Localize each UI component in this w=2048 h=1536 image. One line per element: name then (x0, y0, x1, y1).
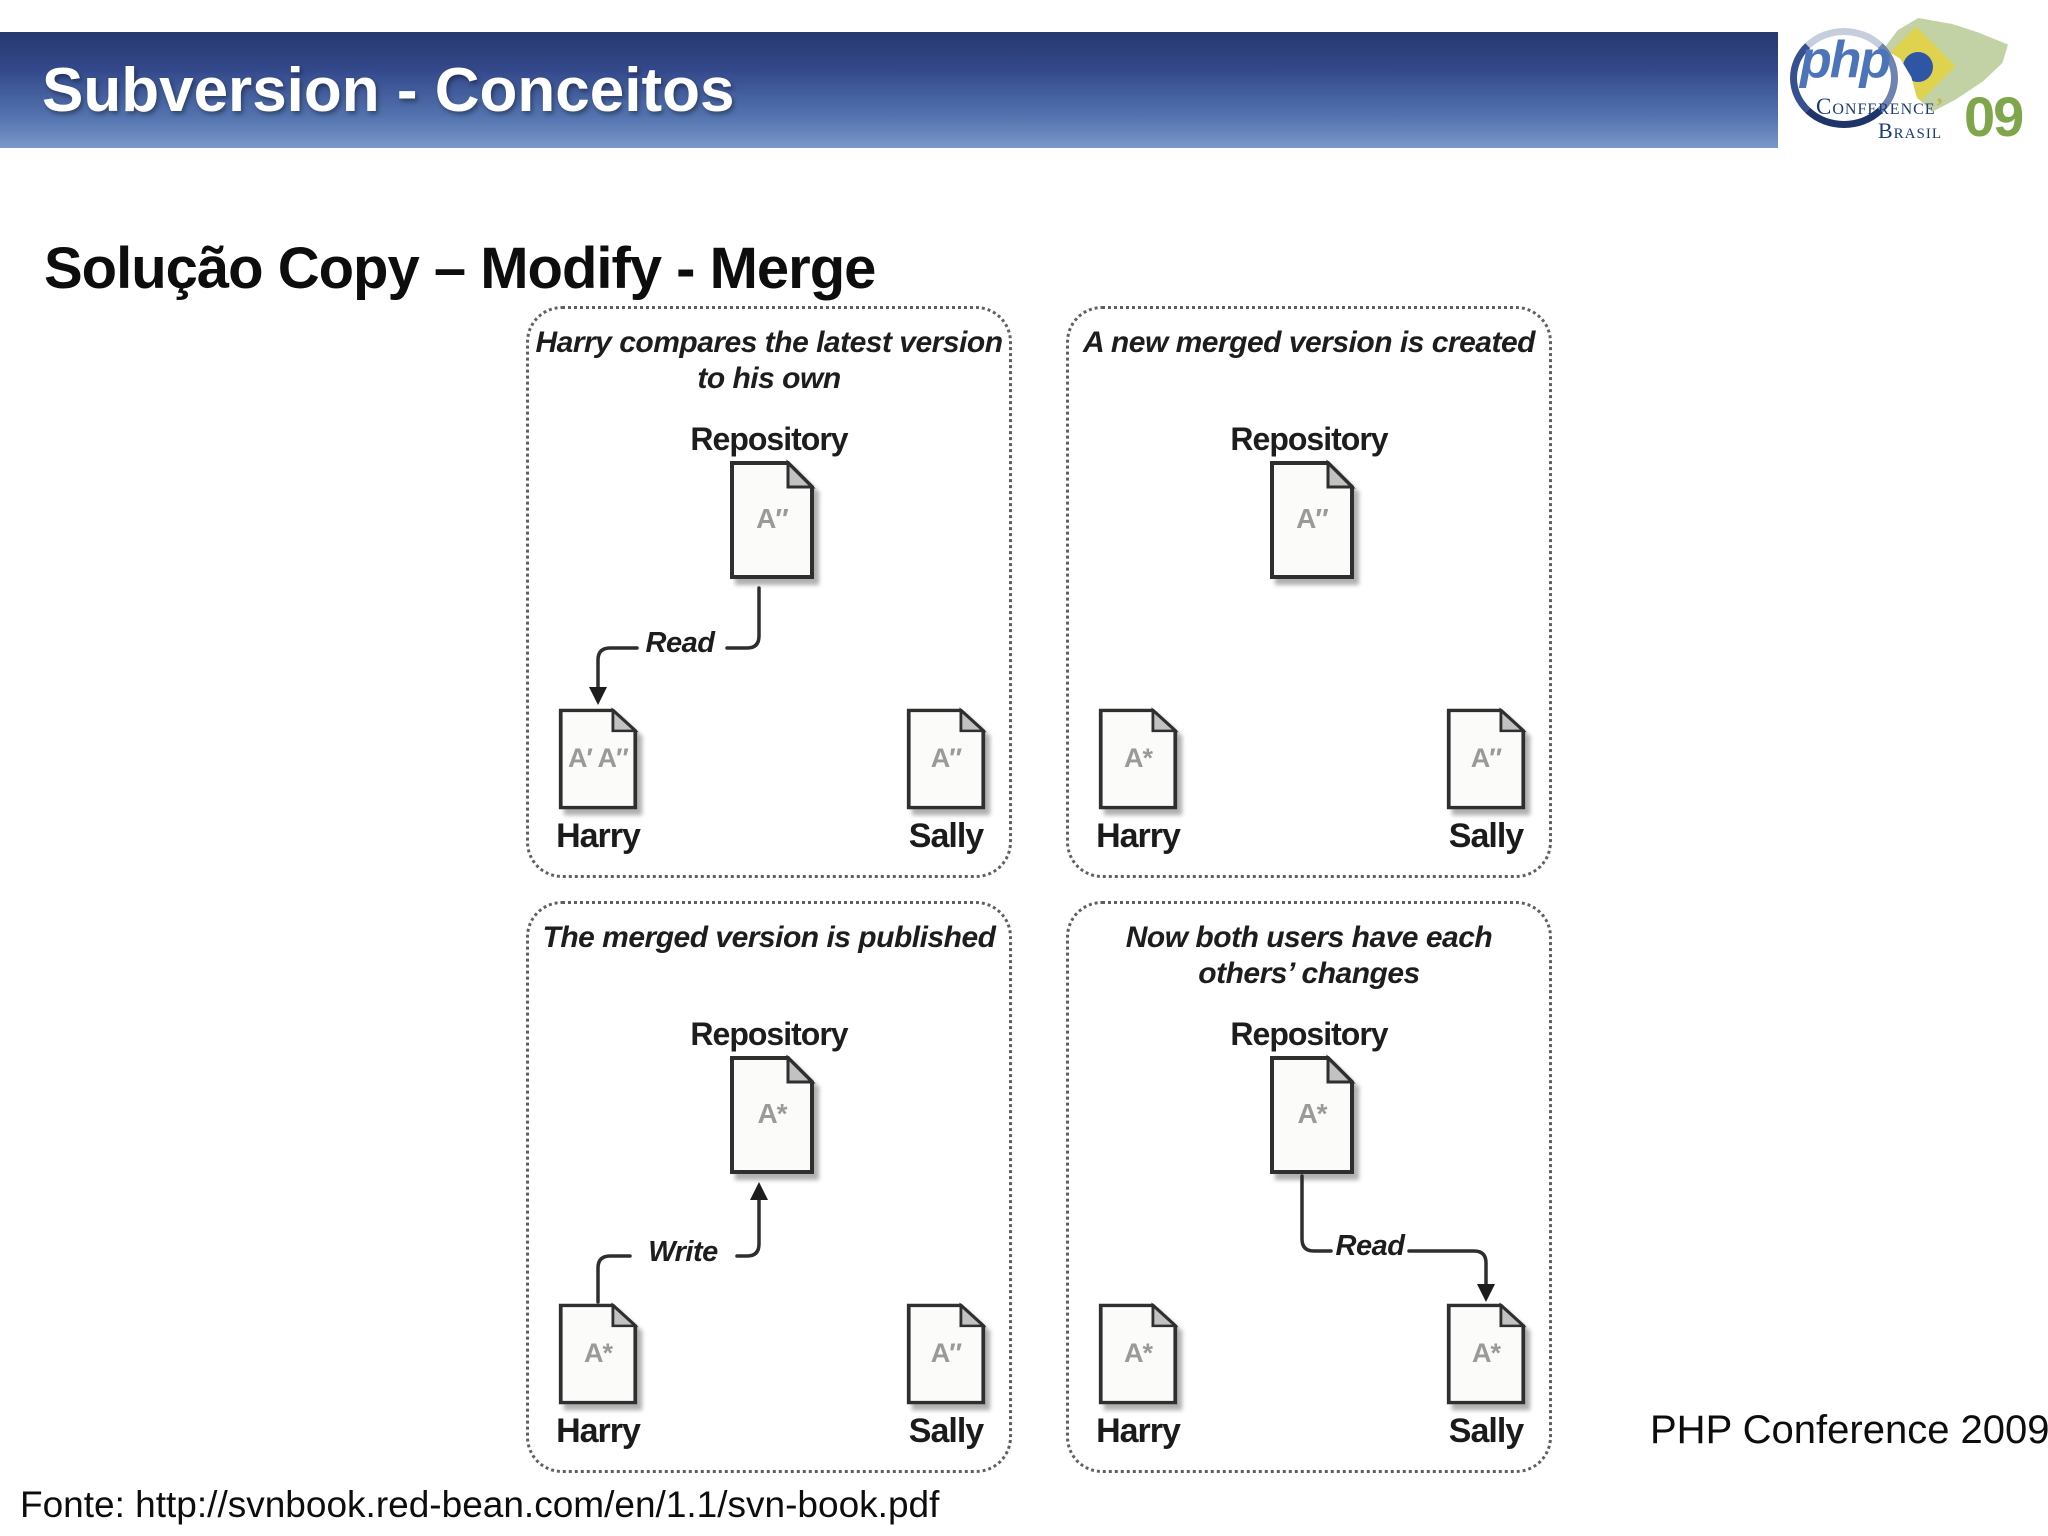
read-label: Read (1335, 1230, 1405, 1262)
repository-document: A* (728, 1054, 816, 1176)
read-label: Read (645, 627, 715, 659)
panel-merged-created: A new merged version is created Reposito… (1066, 306, 1552, 878)
harry-doc-label: A′ A″ (568, 743, 629, 773)
repository-doc-label: A″ (756, 503, 789, 534)
sally-doc-label: A″ (1470, 743, 1502, 773)
repository-document: A″ (728, 459, 816, 581)
document-icon (1446, 707, 1527, 810)
sally-doc-label: A″ (930, 743, 962, 773)
repository-doc-label: A* (1297, 1098, 1327, 1129)
logo-apostrophe: ’ (1935, 94, 1945, 119)
repository-document: A* (1268, 1054, 1356, 1176)
logo-conference-word: Conference (1816, 94, 1936, 119)
sally-label: Sally (1448, 817, 1524, 855)
read-arrow (589, 586, 761, 705)
sally-doc-label: A″ (930, 1338, 962, 1368)
harry-document: A* (1097, 707, 1179, 811)
logo-year-text: 09 (1964, 85, 2024, 148)
php-circle-icon (1790, 28, 1898, 128)
caption-line: A new merged version is created (1083, 326, 1535, 359)
panel-caption: The merged version is published (529, 920, 1009, 956)
document-icon (906, 1302, 987, 1405)
sally-document: A* (1445, 1302, 1527, 1406)
sally-label: Sally (908, 1412, 984, 1450)
caption-line: to his own (697, 362, 841, 395)
caption-line: others’ changes (1198, 957, 1420, 990)
panel-merged-published: The merged version is published Reposito… (526, 901, 1012, 1473)
document-icon (558, 1302, 639, 1405)
harry-label: Harry (556, 1412, 641, 1450)
harry-doc-label: A* (1123, 1338, 1153, 1368)
write-arrow (596, 1182, 768, 1304)
harry-document: A* (557, 1302, 639, 1406)
panel-both-have-changes: Now both users have each others’ changes… (1066, 901, 1552, 1473)
document-icon (1098, 707, 1179, 810)
panel-harry-compares: Harry compares the latest version to his… (526, 306, 1012, 878)
document-icon (558, 707, 639, 810)
php-conference-logo: php Conference’ Brasil 09 (1790, 18, 2035, 163)
slide-heading: Solução Copy – Modify - Merge (44, 235, 876, 301)
sally-document: A″ (1445, 707, 1527, 811)
sally-label: Sally (1448, 1412, 1524, 1450)
flag-globe-icon (1903, 52, 1933, 82)
panel-caption: Now both users have each others’ changes (1069, 920, 1549, 992)
sally-doc-label: A* (1471, 1338, 1501, 1368)
repository-doc-label: A* (757, 1098, 787, 1129)
sally-label: Sally (908, 817, 984, 855)
read-arrow (1300, 1174, 1495, 1302)
harry-document: A′ A″ (557, 707, 639, 811)
footer-conference-text: PHP Conference 2009 (1650, 1408, 2048, 1452)
slide-title: Subversion - Conceitos (42, 55, 735, 125)
document-icon (906, 707, 987, 810)
logo-conference-text: Conference’ (1816, 94, 1944, 120)
sally-document: A″ (905, 707, 987, 811)
sally-document: A″ (905, 1302, 987, 1406)
caption-line: Harry compares the latest version (535, 326, 1003, 359)
caption-line: The merged version is published (542, 921, 996, 954)
harry-doc-label: A* (1123, 743, 1153, 773)
harry-label: Harry (1096, 1412, 1181, 1450)
logo-php-text: php (1800, 31, 1891, 89)
harry-doc-label: A* (583, 1338, 613, 1368)
title-bar: Subversion - Conceitos (0, 32, 1778, 148)
repository-label: Repository (1230, 1016, 1388, 1052)
caption-line: Now both users have each (1125, 921, 1493, 954)
logo-brasil-text: Brasil (1878, 118, 1943, 143)
panel-caption: Harry compares the latest version to his… (529, 325, 1009, 397)
repository-label: Repository (690, 421, 848, 457)
document-icon (1270, 459, 1356, 579)
source-citation: Fonte: http://svnbook.red-bean.com/en/1.… (20, 1484, 940, 1525)
document-icon (730, 1054, 816, 1174)
document-icon (1270, 1054, 1356, 1174)
repository-label: Repository (1230, 421, 1388, 457)
repository-document: A″ (1268, 459, 1356, 581)
document-icon (1446, 1302, 1527, 1405)
document-icon (730, 459, 816, 579)
harry-label: Harry (556, 817, 641, 855)
write-label: Write (648, 1236, 718, 1268)
document-icon (1098, 1302, 1179, 1405)
harry-document: A* (1097, 1302, 1179, 1406)
repository-label: Repository (690, 1016, 848, 1052)
repository-doc-label: A″ (1296, 503, 1329, 534)
harry-label: Harry (1096, 817, 1181, 855)
panel-caption: A new merged version is created (1069, 325, 1549, 361)
